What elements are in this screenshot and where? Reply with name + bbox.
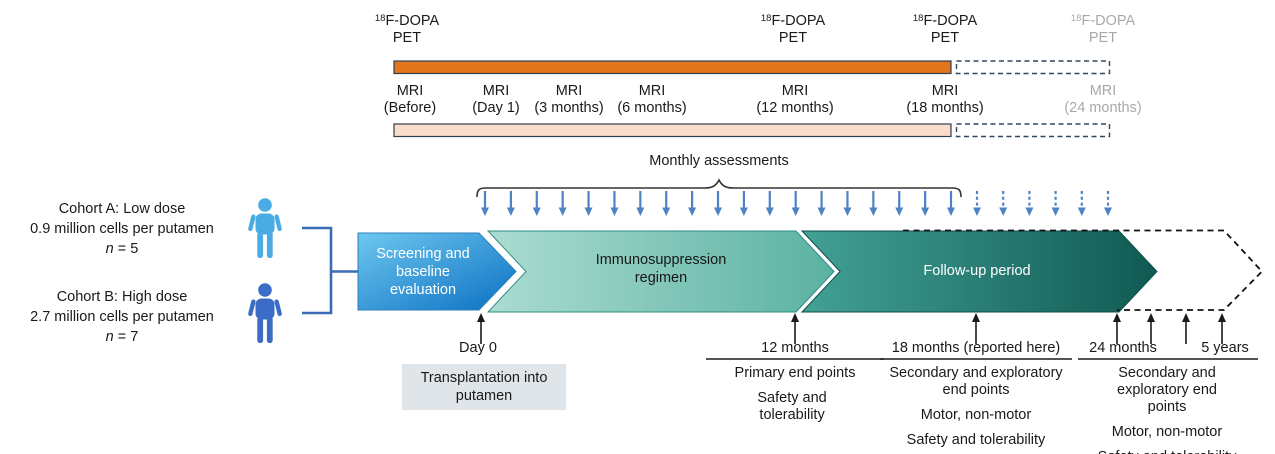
pet-isotope: 18 <box>912 13 924 24</box>
monthly-arrow <box>714 191 723 216</box>
cohort-b-label: Cohort B: High dose 2.7 million cells pe… <box>30 287 214 347</box>
monthly-arrow <box>532 191 541 216</box>
monthly-arrow <box>895 191 904 216</box>
monthly-arrow <box>610 191 619 216</box>
pet-timeline-bar <box>393 60 952 75</box>
mri-timeline-bar <box>393 123 952 138</box>
milestone-18-months-label: 18 months (reported here) <box>891 340 1061 356</box>
cohort-b-title: Cohort B: High dose <box>56 289 188 305</box>
milestone-24-months-items: Secondary and exploratory end points Mot… <box>1098 365 1237 454</box>
pet-label-18-months: 18F-DOPA PET <box>912 13 978 46</box>
mri-label-6-months: MRI (6 months) <box>617 83 687 116</box>
monthly-assessments-label: Monthly assessments <box>649 153 789 169</box>
monthly-arrow <box>506 191 515 216</box>
pet-label-baseline: 18F-DOPA PET <box>374 13 440 46</box>
monthly-arrow <box>869 191 878 216</box>
monthly-arrow <box>584 191 593 216</box>
milestone-up-arrow <box>972 313 980 344</box>
milestone-up-arrow <box>1218 313 1226 344</box>
monthly-arrow <box>947 191 956 216</box>
monthly-arrow <box>765 191 774 216</box>
mri-label-day1: MRI (Day 1) <box>472 83 520 116</box>
phase-screening-label: Screening and baseline evaluation <box>376 246 470 298</box>
pet-timeline-future-dashed <box>955 60 1111 75</box>
milestone-up-arrow <box>1113 313 1121 344</box>
mri-label-18-months: MRI (18 months) <box>906 83 984 116</box>
person-icon-cohort-a <box>248 198 282 258</box>
mri-label-3-months: MRI (3 months) <box>534 83 604 116</box>
milestone-12-months-items: Primary end points Safety and tolerabili… <box>734 365 856 423</box>
cohort-connector-bracket <box>302 226 358 315</box>
monthly-arrow-dashed <box>973 191 981 216</box>
monthly-arrow <box>662 191 671 216</box>
mri-label-12-months: MRI (12 months) <box>756 83 834 116</box>
monthly-arrow <box>481 191 489 216</box>
monthly-arrow-dashed <box>1025 191 1034 216</box>
monthly-arrow-dashed <box>1077 191 1086 216</box>
monthly-assessments-brace <box>476 178 962 198</box>
monthly-arrow <box>739 191 748 216</box>
pet-isotope: 18 <box>1070 13 1082 24</box>
mri-label-24-months: MRI (24 months) <box>1064 83 1142 116</box>
milestone-5-years-label: 5 years <box>1201 340 1249 356</box>
mri-timeline-future-dashed <box>955 123 1111 138</box>
monthly-arrow <box>791 191 800 216</box>
chevron-future-dashed <box>903 229 1264 311</box>
milestone-18-months-items: Secondary and exploratory end points Mot… <box>889 365 1063 448</box>
milestone-up-arrow <box>477 313 485 344</box>
monthly-arrow <box>843 191 852 216</box>
cohort-a-title: Cohort A: Low dose <box>58 201 186 217</box>
cohort-b-n: n = 7 <box>105 329 139 345</box>
monthly-arrow-dashed <box>1051 191 1060 216</box>
cohort-b-dose: 2.7 million cells per putamen <box>30 309 214 325</box>
pet-isotope: 18 <box>374 13 386 24</box>
monthly-arrow <box>688 191 697 216</box>
cohort-a-n: n = 5 <box>105 241 139 257</box>
phase-followup-label: Follow-up period <box>923 263 1031 279</box>
monthly-arrow <box>558 191 567 216</box>
milestone-up-arrow <box>1182 313 1190 344</box>
monthly-arrow <box>636 191 645 216</box>
chevron-screening <box>357 232 517 311</box>
milestone-12-months-label: 12 months <box>761 340 829 356</box>
pet-label-12-months: 18F-DOPA PET <box>760 13 826 46</box>
milestone-day0-label: Day 0 <box>459 340 497 356</box>
milestone-arrows <box>477 313 1226 344</box>
monthly-arrow-dashed <box>1104 191 1112 216</box>
transplantation-note-box: Transplantation into putamen <box>402 364 566 410</box>
pet-label-24-months: 18F-DOPA PET <box>1070 13 1136 46</box>
cohort-a-dose: 0.9 million cells per putamen <box>30 221 214 237</box>
monthly-assessment-arrows <box>481 191 1112 216</box>
monthly-arrow <box>921 191 930 216</box>
milestone-up-arrow <box>791 313 799 344</box>
milestone-up-arrow <box>1147 313 1155 344</box>
monthly-arrow <box>817 191 826 216</box>
milestone-24-months-label: 24 months <box>1089 340 1157 356</box>
mri-label-before: MRI (Before) <box>383 83 437 116</box>
pet-isotope: 18 <box>760 13 772 24</box>
monthly-arrow-dashed <box>999 191 1008 216</box>
person-icon-cohort-b <box>248 283 282 343</box>
cohort-a-label: Cohort A: Low dose 0.9 million cells per… <box>30 199 214 259</box>
phase-immunosuppression-label: Immunosuppression regimen <box>595 252 727 286</box>
chevron-immunosuppression <box>486 230 835 313</box>
